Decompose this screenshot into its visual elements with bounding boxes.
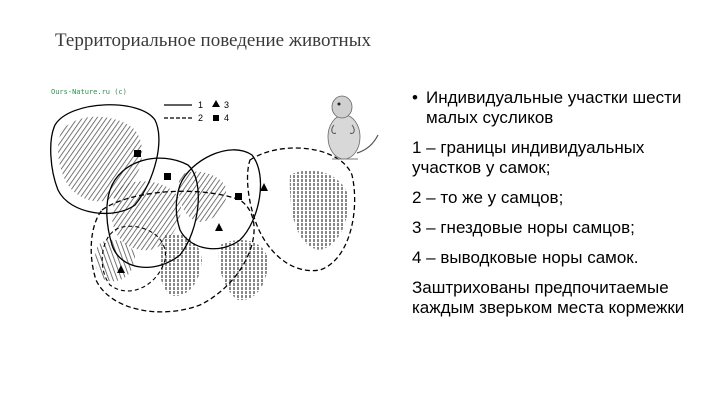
feeding-area-1 bbox=[58, 116, 143, 202]
female-territory-3 bbox=[175, 149, 262, 250]
female-territory-1 bbox=[50, 104, 160, 215]
legend-square-number: 4 bbox=[224, 113, 229, 123]
legend-item-2: 2 – то же у самцов; bbox=[412, 188, 564, 207]
feeding-area-6 bbox=[218, 240, 268, 301]
note-text: Заштрихованы предпочитаемые каждым зверь… bbox=[412, 278, 685, 317]
legend-item-4: 4 – выводковые норы самок. bbox=[412, 248, 639, 267]
legend-dashed-number: 2 bbox=[198, 113, 203, 123]
bullet-dot: • bbox=[412, 88, 418, 107]
male-nest-burrow bbox=[260, 183, 268, 191]
feeding-area-5 bbox=[158, 233, 202, 296]
male-nest-burrow bbox=[215, 223, 223, 231]
legend-triangle-number: 3 bbox=[224, 100, 229, 110]
female-brood-burrow bbox=[134, 150, 141, 157]
bullet-text: Индивидуальные участки шести малых сусли… bbox=[426, 88, 682, 127]
legend-item-3: 3 – гнездовые норы самцов; bbox=[412, 218, 635, 237]
feeding-area-2 bbox=[112, 181, 181, 251]
female-brood-burrow bbox=[164, 173, 171, 180]
feeding-area-4 bbox=[178, 171, 227, 222]
male-nest-burrow bbox=[117, 265, 125, 273]
territory-diagram: 1 2 3 4 bbox=[50, 100, 356, 313]
male-territory-2 bbox=[246, 147, 356, 272]
feeding-area-3 bbox=[94, 239, 135, 282]
legend-item-1: 1 – границы индивидуальных участков у са… bbox=[412, 138, 645, 177]
ground-squirrel-illustration bbox=[327, 95, 379, 160]
female-territory-2 bbox=[106, 157, 199, 268]
slide-title: Территориальное поведение животных bbox=[55, 30, 371, 51]
bullet-item: • Индивидуальные участки шести малых сус… bbox=[412, 88, 712, 128]
feeding-area-7 bbox=[289, 170, 349, 250]
description-text: • Индивидуальные участки шести малых сус… bbox=[412, 88, 712, 328]
legend-solid-number: 1 bbox=[198, 100, 203, 110]
female-brood-burrow bbox=[235, 193, 242, 200]
male-territory-1 bbox=[90, 190, 255, 313]
figure-credit: Ours-Nature.ru (c) bbox=[51, 88, 127, 96]
male-territory-3 bbox=[101, 225, 166, 292]
